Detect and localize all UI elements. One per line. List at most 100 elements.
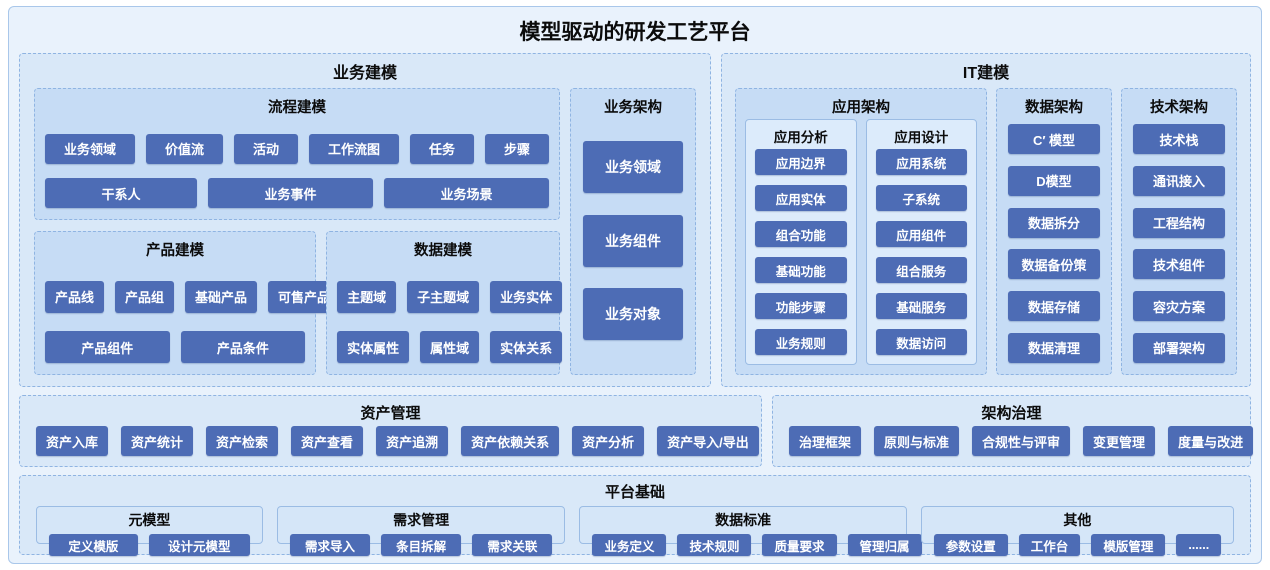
product-modeling-item[interactable]: 产品线 (45, 280, 105, 313)
process-modeling-item[interactable]: 价值流 (146, 133, 223, 164)
data-architecture-item[interactable]: 数据拆分 (1008, 207, 1100, 238)
application-design-item[interactable]: 基础服务 (875, 293, 967, 319)
technical-architecture-item[interactable]: 工程结构 (1133, 207, 1225, 238)
business-architecture-list: 业务领域业务组件业务对象 (583, 119, 683, 362)
others-item[interactable]: 工作台 (1018, 534, 1081, 556)
process-modeling-item[interactable]: 业务场景 (384, 178, 549, 208)
architecture-governance-item[interactable]: 度量与改进 (1168, 426, 1254, 456)
application-analysis-item[interactable]: 应用实体 (755, 185, 847, 211)
meta-model-item[interactable]: 设计元模型 (148, 534, 250, 556)
application-design-item[interactable]: 应用组件 (875, 221, 967, 247)
asset-management-item[interactable]: 资产导入/导出 (657, 426, 759, 456)
process-modeling-item[interactable]: 业务事件 (208, 178, 373, 208)
architecture-governance-title: 架构治理 (981, 405, 1042, 422)
business-architecture-item[interactable]: 业务组件 (583, 214, 683, 267)
it-modeling-title: IT建模 (962, 65, 1010, 82)
architecture-governance-list: 治理框架原则与标准合规性与评审变更管理度量与改进 (789, 426, 1254, 456)
asset-management-item[interactable]: 资产追溯 (376, 426, 449, 456)
data-modeling-item[interactable]: 实体属性 (337, 331, 410, 363)
data-modeling-row1: 主题域子主题域业务实体 (337, 280, 563, 313)
data-architecture-item[interactable]: D模型 (1008, 165, 1100, 196)
asset-management-item[interactable]: 资产检索 (206, 426, 279, 456)
product-modeling-item[interactable]: 产品条件 (180, 331, 306, 363)
product-modeling-item[interactable]: 产品组件 (45, 331, 170, 363)
others-item[interactable]: 模版管理 (1091, 534, 1166, 556)
data-standard-item[interactable]: 业务定义 (592, 534, 667, 556)
business-architecture-item[interactable]: 业务领域 (583, 140, 683, 193)
data-modeling-row2: 实体属性属性域实体关系 (337, 331, 563, 363)
technical-architecture-item[interactable]: 技术组件 (1133, 249, 1225, 280)
requirement-management-item[interactable]: 条目拆解 (381, 534, 462, 556)
architecture-governance-item[interactable]: 变更管理 (1083, 426, 1156, 456)
product-modeling-item[interactable]: 产品组 (115, 280, 175, 313)
data-standard-item[interactable]: 技术规则 (677, 534, 752, 556)
architecture-governance-item[interactable]: 原则与标准 (874, 426, 960, 456)
technical-architecture-item[interactable]: 技术栈 (1133, 124, 1225, 154)
asset-management-item[interactable]: 资产依赖关系 (461, 426, 560, 456)
data-architecture-item[interactable]: 数据清理 (1008, 332, 1100, 363)
asset-management-list: 资产入库资产统计资产检索资产查看资产追溯资产依赖关系资产分析资产导入/导出 (36, 426, 759, 456)
data-modeling-title: 数据建模 (414, 243, 473, 259)
data-architecture-list: C′ 模型 D模型数据拆分数据备份策数据存储数据清理 (1008, 119, 1100, 363)
business-modeling-left: 流程建模 业务领域价值流活动工作流图任务步骤 干系人业务事件业务场景 产品建模 … (34, 88, 563, 375)
meta-model-item[interactable]: 定义模版 (49, 534, 138, 556)
application-analysis-item[interactable]: 应用边界 (755, 149, 847, 175)
data-modeling-item[interactable]: 属性域 (420, 331, 480, 363)
application-analysis-item[interactable]: 功能步骤 (755, 293, 847, 319)
technical-architecture-item[interactable]: 部署架构 (1133, 332, 1225, 363)
box-others: 其他 参数设置工作台模版管理...... (920, 506, 1235, 556)
middle-row: 资产管理 资产入库资产统计资产检索资产查看资产追溯资产依赖关系资产分析资产导入/… (19, 395, 1254, 467)
data-modeling-item[interactable]: 实体关系 (490, 331, 563, 363)
product-modeling-item[interactable]: 基础产品 (185, 280, 258, 313)
data-architecture-item[interactable]: 数据存储 (1008, 291, 1100, 322)
others-title: 其他 (1063, 512, 1092, 528)
process-modeling-item[interactable]: 业务领域 (45, 133, 135, 164)
box-business-architecture: 业务架构 业务领域业务组件业务对象 (570, 88, 696, 375)
architecture-governance-item[interactable]: 治理框架 (789, 426, 862, 456)
asset-management-item[interactable]: 资产分析 (572, 426, 645, 456)
application-analysis-item[interactable]: 基础功能 (755, 257, 847, 283)
requirement-management-item[interactable]: 需求导入 (289, 534, 371, 556)
technical-architecture-item[interactable]: 通讯接入 (1133, 165, 1225, 196)
data-architecture-item[interactable]: 数据备份策 (1008, 249, 1100, 280)
process-modeling-item[interactable]: 活动 (234, 133, 298, 164)
business-architecture-item[interactable]: 业务对象 (583, 288, 683, 341)
process-modeling-row2: 干系人业务事件业务场景 (45, 178, 549, 208)
asset-management-item[interactable]: 资产统计 (121, 426, 194, 456)
data-modeling-item[interactable]: 子主题域 (407, 280, 480, 313)
box-product-modeling: 产品建模 产品线产品组基础产品可售产品 产品组件产品条件 (34, 231, 341, 375)
section-architecture-governance: 架构治理 治理框架原则与标准合规性与评审变更管理度量与改进 (772, 395, 1254, 467)
data-architecture-title: 数据架构 (1025, 100, 1083, 116)
business-modeling-bottom: 产品建模 产品线产品组基础产品可售产品 产品组件产品条件 数据建模 主题域子主题… (34, 231, 563, 375)
process-modeling-item[interactable]: 工作流图 (309, 133, 399, 164)
process-modeling-item[interactable]: 步骤 (485, 133, 549, 164)
process-modeling-item[interactable]: 任务 (410, 133, 474, 164)
asset-management-title: 资产管理 (360, 405, 421, 422)
others-item[interactable]: 参数设置 (933, 534, 1008, 556)
application-design-item[interactable]: 应用系统 (875, 149, 967, 175)
asset-management-item[interactable]: 资产入库 (36, 426, 109, 456)
box-application-analysis: 应用分析 应用边界应用实体组合功能基础功能功能步骤业务规则 (745, 119, 857, 365)
application-analysis-item[interactable]: 业务规则 (755, 329, 847, 355)
process-modeling-item[interactable]: 干系人 (45, 178, 197, 208)
business-modeling-content: 流程建模 业务领域价值流活动工作流图任务步骤 干系人业务事件业务场景 产品建模 … (20, 88, 710, 386)
data-architecture-item[interactable]: C′ 模型 (1008, 124, 1100, 154)
data-standard-item[interactable]: 质量要求 (762, 534, 837, 556)
others-item[interactable]: ...... (1176, 534, 1222, 556)
requirement-management-item[interactable]: 需求关联 (472, 534, 553, 556)
application-design-item[interactable]: 组合服务 (875, 257, 967, 283)
application-analysis-item[interactable]: 组合功能 (755, 221, 847, 247)
data-standard-item[interactable]: 管理归属 (847, 534, 922, 556)
application-architecture-title: 应用架构 (832, 100, 890, 116)
application-design-item[interactable]: 子系统 (875, 185, 967, 211)
application-design-item[interactable]: 数据访问 (875, 329, 967, 355)
asset-management-item[interactable]: 资产查看 (291, 426, 364, 456)
data-modeling-item[interactable]: 主题域 (337, 280, 397, 313)
data-modeling-item[interactable]: 业务实体 (490, 280, 563, 313)
section-asset-management: 资产管理 资产入库资产统计资产检索资产查看资产追溯资产依赖关系资产分析资产导入/… (19, 395, 762, 467)
platform-foundation-row: 元模型 定义模版设计元模型 需求管理 需求导入条目拆解需求关联 数据标准 业务定… (36, 506, 1235, 556)
technical-architecture-item[interactable]: 容灾方案 (1133, 291, 1225, 322)
architecture-governance-item[interactable]: 合规性与评审 (972, 426, 1071, 456)
business-modeling-title: 业务建模 (332, 65, 397, 82)
section-it-modeling: IT建模 应用架构 应用分析 应用边界应用实体组合功能基础功能功能步骤业务规则 … (721, 53, 1251, 387)
